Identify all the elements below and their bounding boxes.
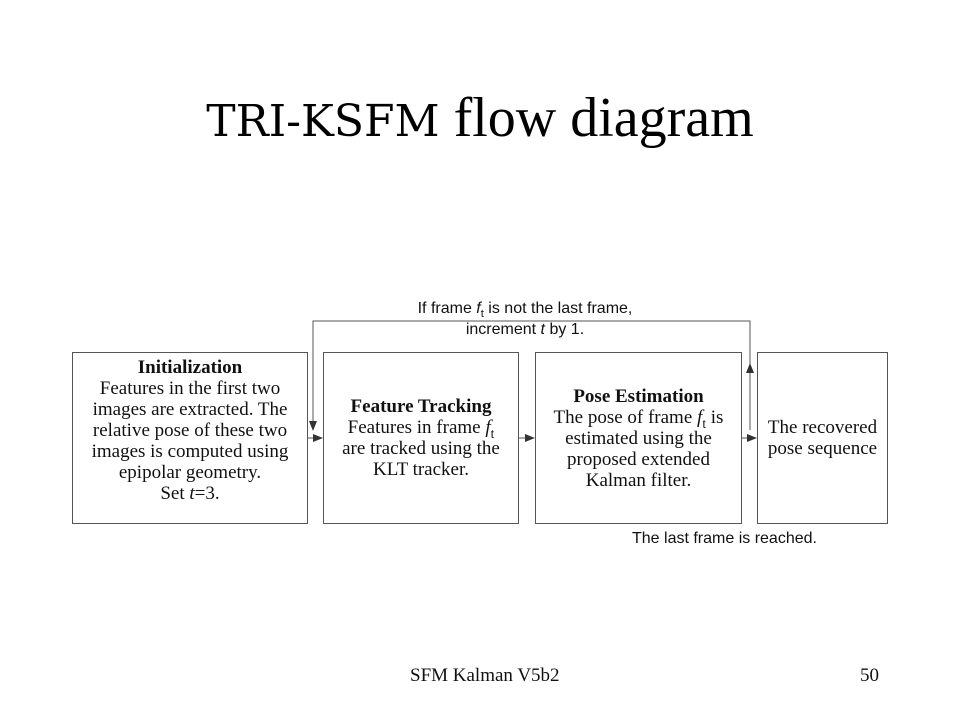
initialization-set-line: Set t=3. bbox=[160, 483, 220, 504]
slide-title: TRI-KSFM flow diagram bbox=[0, 87, 960, 150]
footer-title: SFM Kalman V5b2 bbox=[410, 665, 560, 686]
initialization-box: Initialization Features in the first two… bbox=[72, 352, 308, 524]
initialization-line: relative pose of these two bbox=[92, 420, 288, 441]
title-text: flow diagram bbox=[439, 87, 754, 149]
frame-symbol: f bbox=[476, 300, 481, 317]
feature-tracking-heading: Feature Tracking bbox=[350, 396, 492, 417]
initialization-line: Features in the first two bbox=[99, 378, 281, 399]
pose-estimation-line: proposed extended bbox=[567, 448, 710, 470]
initialization-line: images is computed using bbox=[91, 441, 289, 462]
recovered-pose-line: The recovered bbox=[767, 417, 878, 438]
pose-estimation-line: The pose of frame ft is bbox=[553, 406, 724, 431]
feature-tracking-line: Features in frame ft bbox=[347, 417, 495, 441]
loop-condition-note: If frame ft is not the last frame, incre… bbox=[417, 300, 633, 338]
slide-number: 50 bbox=[860, 665, 879, 686]
pose-estimation-line: Kalman filter. bbox=[585, 469, 692, 491]
initialization-heading: Initialization bbox=[137, 357, 243, 378]
feature-tracking-line: KLT tracker. bbox=[372, 459, 470, 480]
feature-tracking-box: Feature Tracking Features in frame ft ar… bbox=[323, 352, 519, 524]
pose-estimation-heading: Pose Estimation bbox=[573, 385, 704, 407]
title-acronym: TRI-KSFM bbox=[206, 96, 440, 147]
initialization-line: epipolar geometry. bbox=[118, 462, 262, 483]
feature-tracking-line: are tracked using the bbox=[342, 438, 500, 459]
pose-estimation-box: Pose Estimation The pose of frame ft is … bbox=[535, 352, 742, 524]
last-frame-note: The last frame is reached. bbox=[632, 530, 817, 547]
t-symbol: t bbox=[540, 321, 545, 338]
initialization-line: images are extracted. The bbox=[92, 399, 288, 420]
recovered-pose-line: pose sequence bbox=[767, 438, 878, 459]
pose-estimation-line: estimated using the bbox=[565, 427, 712, 449]
recovered-pose-box: The recovered pose sequence bbox=[757, 352, 888, 524]
